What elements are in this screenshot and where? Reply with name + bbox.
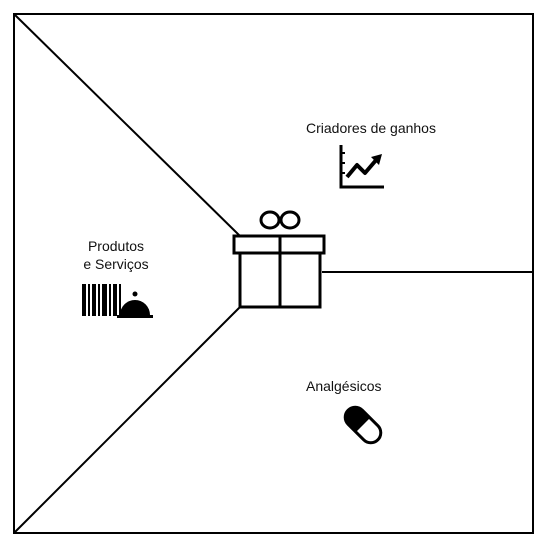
products-services-label: Produtos e Serviços bbox=[74, 237, 158, 273]
divider-top-left bbox=[13, 13, 241, 237]
products-line: Produtos bbox=[87, 238, 145, 254]
pain-relievers-label: Analgésicos bbox=[306, 378, 382, 394]
pill-icon bbox=[343, 405, 383, 445]
divider-bottom-left bbox=[13, 306, 241, 534]
gain-creators-label: Criadores de ganhos bbox=[306, 120, 436, 136]
chart-trend-icon bbox=[339, 145, 384, 189]
services-line: e Serviços bbox=[83, 256, 149, 272]
outer-frame bbox=[13, 13, 534, 534]
gift-icon bbox=[232, 210, 326, 309]
barcode-cloche-icon bbox=[82, 284, 153, 318]
